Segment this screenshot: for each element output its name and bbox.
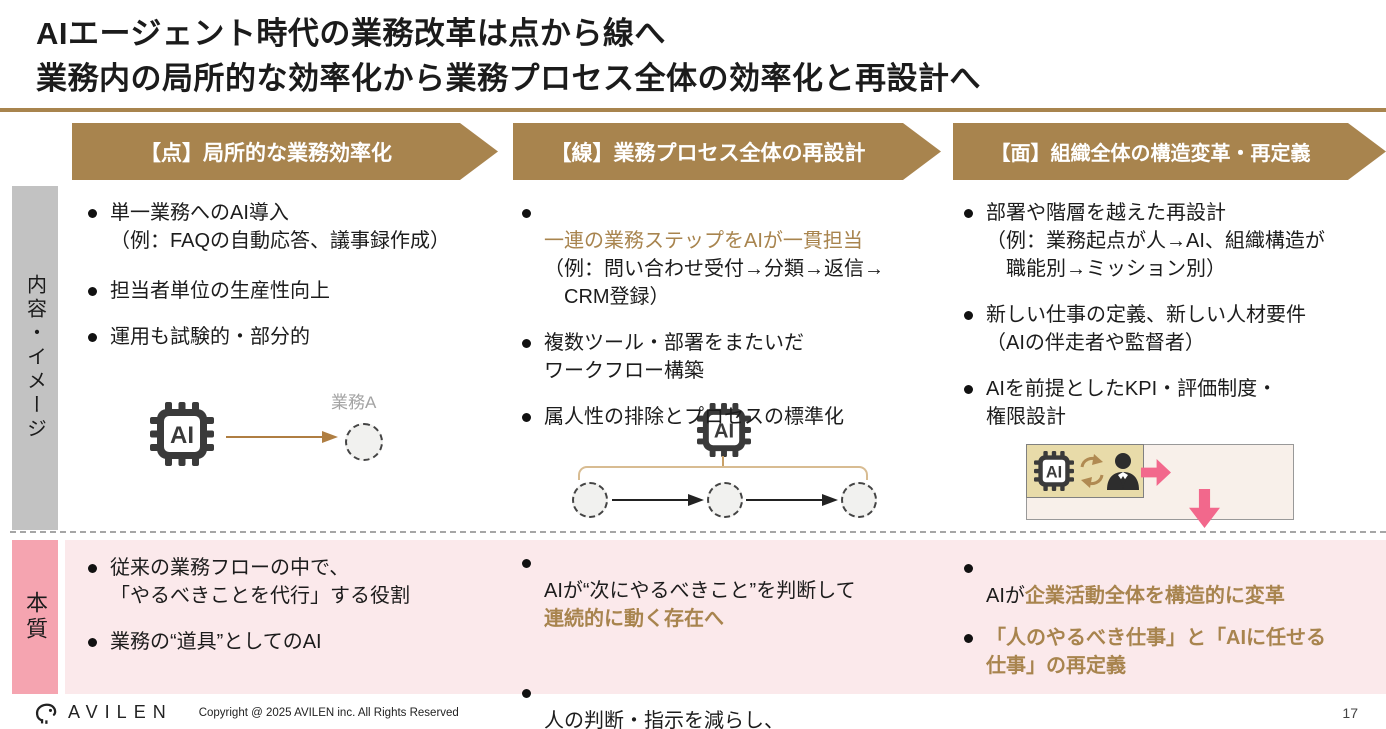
footer: AVILEN Copyright @ 2025 AVILEN inc. All … [0, 696, 1386, 729]
bullet-item: 従来の業務フローの中で、 「やるべきことを代行」する役割 [88, 554, 508, 610]
bullet-marker-icon [88, 209, 97, 218]
bullet-marker-icon [522, 339, 531, 348]
header-label: 【線】業務プロセス全体の再設計 [550, 141, 866, 165]
copyright-text: Copyright @ 2025 AVILEN inc. All Rights … [198, 706, 459, 719]
content-column-point: 単一業務へのAI導入 （例：FAQの自動応答、議事録作成） 担当者単位の生産性向… [88, 199, 508, 351]
bullet-marker-icon [964, 209, 973, 218]
bullet-item: 担当者単位の生産性向上 [88, 277, 508, 305]
bullet-marker-icon [964, 311, 973, 320]
header-arrow-line: 【線】業務プロセス全体の再設計 [513, 123, 941, 180]
bullet-item: AIが“次にやるべきこと”を判断して 連続的に動く存在へ [522, 549, 954, 661]
cycle-arrows-icon [1080, 454, 1104, 488]
step-circle [707, 482, 743, 518]
task-a-label: 業務A [331, 393, 377, 412]
bullet-item: 属人性の排除とプロセスの標準化 [522, 403, 954, 431]
svg-text:AI: AI [1046, 463, 1062, 481]
bullet-marker-icon [88, 287, 97, 296]
bullet-item: 複数ツール・部署をまたいだ ワークフロー構築 [522, 329, 954, 385]
ai-chip-icon: AI [697, 403, 751, 457]
bullet-item: 一連の業務ステップをAIが一貫担当 （例：問い合わせ受付→分類→返信→ CRM登… [522, 199, 954, 311]
content-column-line: 一連の業務ステップをAIが一貫担当 （例：問い合わせ受付→分類→返信→ CRM登… [522, 199, 954, 431]
essence-column-plane: AIが企業活動全体を構造的に変革 「人のやるべき仕事」と「AIに任せる 仕事」の… [964, 554, 1386, 680]
arrow-right-black-icon [612, 494, 704, 506]
row-divider [10, 531, 1386, 533]
task-circle [345, 423, 383, 461]
title-line-2: 業務内の局所的な効率化から業務プロセス全体の効率化と再設計へ [36, 60, 981, 96]
essence-column-point: 従来の業務フローの中で、 「やるべきことを代行」する役割 業務の“道具”としての… [88, 554, 508, 656]
bullet-item: 単一業務へのAI導入 （例：FAQの自動応答、議事録作成） [88, 199, 508, 255]
bullet-item: AIを前提としたKPI・評価制度・ 権限設計 [964, 375, 1386, 431]
title-divider [0, 108, 1386, 112]
content-column-plane: 部署や階層を越えた再設計 （例：業務起点が人→AI、組織構造が 職能別→ミッショ… [964, 199, 1386, 431]
bullet-marker-icon [964, 564, 973, 573]
bullet-marker-icon [522, 689, 531, 698]
header-label: 【面】組織全体の構造変革・再定義 [990, 143, 1311, 165]
svg-text:AI: AI [714, 421, 734, 443]
bullet-item: 業務の“道具”としてのAI [88, 628, 508, 656]
row-label-content-image: 内容・イメージ [12, 186, 58, 530]
step-circle [841, 482, 877, 518]
arrow-right-brown-icon [226, 431, 338, 443]
arrow-right-black-icon [746, 494, 838, 506]
bullet-item: 「人のやるべき仕事」と「AIに任せる 仕事」の再定義 [964, 624, 1386, 680]
row-label-essence: 本質 [12, 540, 58, 694]
bullet-item: 部署や階層を越えた再設計 （例：業務起点が人→AI、組織構造が 職能別→ミッショ… [964, 199, 1386, 283]
page-title: AIエージェント時代の業務改革は点から線へ 業務内の局所的な効率化から業務プロセ… [36, 12, 981, 102]
bullet-item: 新しい仕事の定義、新しい人材要件 （AIの伴走者や監督者） [964, 301, 1386, 357]
avilen-logo-icon [35, 703, 57, 724]
person-icon [1107, 453, 1139, 490]
bullet-marker-icon [964, 385, 973, 394]
page-number: 17 [1342, 704, 1358, 721]
bullet-marker-icon [522, 209, 531, 218]
bullet-marker-icon [88, 638, 97, 647]
bullet-item: AIが企業活動全体を構造的に変革 [964, 554, 1386, 610]
header-label: 【点】局所的な業務効率化 [140, 141, 392, 165]
bullet-marker-icon [964, 634, 973, 643]
step-circle [572, 482, 608, 518]
bracket [578, 466, 868, 480]
svg-text:AI: AI [170, 422, 194, 449]
bullet-marker-icon [88, 564, 97, 573]
bullet-marker-icon [522, 559, 531, 568]
ai-chip-icon: AI [1034, 451, 1074, 491]
title-line-1: AIエージェント時代の業務改革は点から線へ [36, 16, 666, 51]
bracket-tick [722, 456, 724, 466]
brand-logo: AVILEN [34, 700, 173, 726]
bullet-marker-icon [88, 333, 97, 342]
bullet-item: 運用も試験的・部分的 [88, 323, 508, 351]
essence-column-line: AIが“次にやるべきこと”を判断して 連続的に動く存在へ 人の判断・指示を減らし… [522, 549, 954, 729]
bullet-marker-icon [522, 413, 531, 422]
ai-chip-icon: AI [150, 402, 214, 466]
bullet-item: 人の判断・指示を減らし、 業務そのものの構造を変える [522, 679, 954, 729]
brand-name: AVILEN [68, 702, 173, 722]
header-arrow-point: 【点】局所的な業務効率化 [72, 123, 498, 180]
essence-row-background [65, 540, 1386, 694]
header-arrow-plane: 【面】組織全体の構造変革・再定義 [953, 123, 1386, 180]
